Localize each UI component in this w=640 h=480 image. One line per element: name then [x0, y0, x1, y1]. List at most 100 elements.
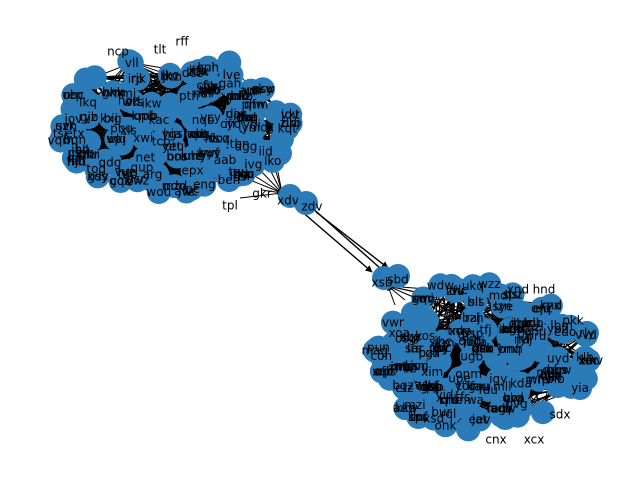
node-label: qdg	[98, 155, 121, 169]
node-label: arg	[143, 168, 163, 182]
node-label: ttk	[457, 379, 473, 393]
graph-node	[197, 146, 222, 171]
node-label: ikw	[141, 97, 161, 111]
node-label: gnj	[410, 359, 429, 373]
node-label: gqo	[109, 174, 132, 188]
node-label: jhz	[161, 70, 179, 84]
node-label: jov	[64, 112, 83, 126]
graph-node	[496, 286, 521, 311]
node-label: szk	[56, 119, 76, 133]
node-label: dtu	[473, 341, 493, 355]
node-label: uhz	[183, 149, 205, 163]
node-label: cnx	[485, 433, 506, 447]
node-label: tsi	[53, 127, 67, 141]
node-label: ymd	[241, 121, 267, 135]
node-label: qba	[502, 391, 525, 405]
node-label: ymn	[496, 342, 522, 356]
graph-node	[158, 62, 182, 87]
graph-node	[153, 101, 178, 126]
node-label: lbm	[550, 319, 573, 333]
node-label: xwi	[133, 131, 153, 145]
node-label: bcn	[160, 70, 182, 84]
node-label: gub	[471, 341, 494, 355]
node-label: ikc	[162, 68, 179, 82]
node-label: djw	[226, 107, 247, 121]
graph-node	[436, 402, 461, 427]
node-label: bqn	[63, 133, 86, 147]
node-label: bvg	[505, 397, 527, 411]
node-label: qsi	[504, 287, 521, 301]
node-label: qub	[458, 334, 481, 348]
node-label: koh	[197, 61, 218, 75]
node-label: bus	[540, 368, 561, 382]
bridge-edge	[387, 284, 416, 293]
node-label: oib	[546, 372, 564, 386]
node-label: joo	[409, 359, 428, 373]
node-label: dcq	[208, 131, 230, 145]
graph-node	[82, 65, 107, 90]
node-label: ifr	[224, 117, 237, 131]
node-label: tog	[86, 162, 106, 176]
node-label: dql	[238, 110, 257, 124]
node-label: ixm	[499, 323, 521, 337]
node-label: dgg	[234, 139, 257, 153]
node-label: wts	[122, 95, 143, 109]
node-label: jat	[471, 413, 488, 427]
node-label: wou	[146, 185, 171, 199]
node-label: xwn	[411, 292, 436, 306]
node-label: rep	[63, 88, 83, 102]
graph-node	[84, 156, 109, 181]
graph-node	[453, 373, 478, 398]
node-label: pzd	[419, 346, 441, 360]
node-label: bgz	[392, 379, 414, 393]
graph-node	[524, 324, 549, 348]
node-label: zbo	[502, 322, 523, 336]
node-label: zgp	[233, 167, 255, 181]
node-label: tcb	[152, 135, 171, 149]
node-label: tbn	[230, 137, 250, 151]
node-label: edo	[554, 325, 576, 339]
node-label: mag	[361, 344, 388, 358]
node-label: pkk	[562, 314, 584, 328]
node-label: tlt	[154, 43, 167, 57]
node-label: kda	[510, 377, 532, 391]
node-label: apg	[187, 127, 210, 141]
node-label: tgu	[228, 165, 248, 179]
node-label: wkj	[106, 132, 126, 146]
node-label: kac	[149, 113, 170, 127]
node-label: rsb	[189, 127, 208, 141]
node-label: dac	[236, 110, 258, 124]
node-label: xer	[372, 364, 391, 378]
node-label: ygs	[162, 127, 183, 141]
graph-node	[191, 108, 216, 132]
node-label: uac	[225, 107, 247, 121]
node-label: raj	[465, 311, 481, 325]
node-label: tdp	[118, 167, 138, 181]
node-label: rly	[579, 326, 594, 340]
graph-node	[190, 81, 215, 106]
graph-node	[187, 128, 212, 153]
node-label: mtr	[390, 360, 411, 374]
node-label: bij	[104, 111, 118, 125]
node-label: zuk	[187, 65, 208, 79]
node-label: iuh	[201, 83, 220, 97]
node-label: zhz	[510, 317, 530, 331]
node-label: wes	[187, 127, 210, 141]
graph-node	[386, 264, 410, 288]
node-label: tfs	[455, 390, 470, 404]
node-label: lsf	[425, 379, 440, 393]
node-label: psy	[253, 82, 274, 96]
node-label: rjk	[131, 71, 146, 85]
node-label: lkq	[79, 95, 97, 109]
graph-node	[511, 345, 536, 370]
node-label: jhc	[433, 335, 452, 349]
bridge-edge	[309, 205, 381, 269]
node-label: vye	[115, 165, 137, 179]
node-label: hgc	[233, 167, 255, 181]
node-label: fpk	[422, 380, 441, 394]
graph-node	[269, 127, 294, 152]
graph-node	[489, 403, 514, 428]
node-label: igy	[489, 372, 507, 386]
node-label: onm	[455, 367, 482, 381]
node-label: dph	[509, 317, 532, 331]
